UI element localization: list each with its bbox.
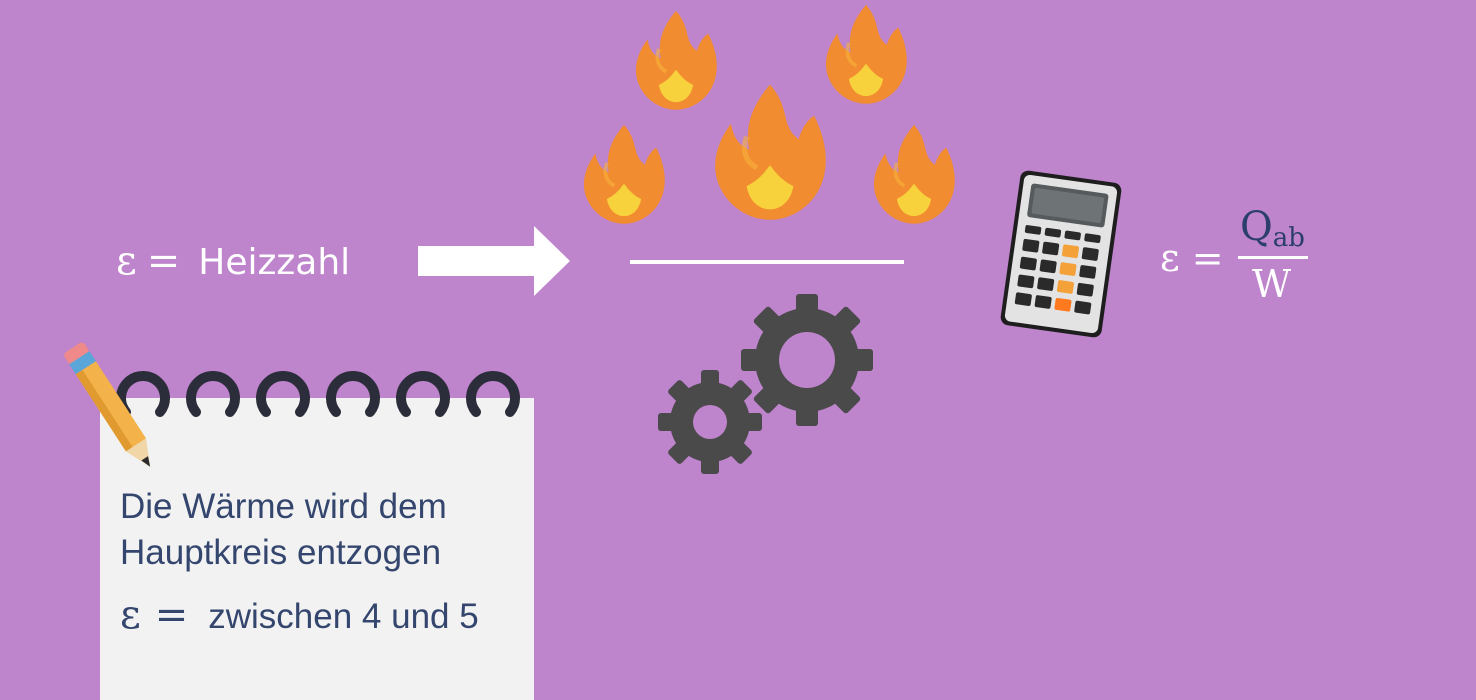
- notepad-icon: [100, 398, 534, 700]
- formula-fraction-bar: [1238, 256, 1308, 259]
- gear-icon: [658, 294, 873, 474]
- note-range: ε = zwischen 4 und 5: [120, 592, 479, 638]
- range-epsilon: ε: [120, 592, 141, 638]
- equals-sign: =: [146, 238, 181, 284]
- arrow-right-icon: [418, 226, 570, 296]
- note-line-2: Hauptkreis entzogen: [120, 533, 442, 572]
- note-text: Die Wärme wird dem Hauptkreis entzogen: [120, 484, 447, 576]
- epsilon-symbol: ε: [116, 238, 137, 284]
- heizzahl-formula: ε = Qab W: [1160, 200, 1320, 310]
- definition-term: Heizzahl: [198, 242, 351, 283]
- pencil-icon: [64, 342, 151, 467]
- numerator-q: Q: [1240, 204, 1273, 250]
- formula-lhs: ε =: [1160, 236, 1224, 280]
- range-text: zwischen 4 und 5: [208, 597, 479, 636]
- fraction-bar: [630, 260, 904, 264]
- fire-icon: [582, 2, 957, 226]
- range-equals: =: [154, 592, 189, 638]
- formula-denominator: W: [1252, 262, 1292, 306]
- calculator-icon: [1000, 170, 1122, 338]
- notepad-rings: [116, 371, 520, 417]
- numerator-subscript: ab: [1272, 223, 1305, 253]
- definition-row: ε = Heizzahl: [116, 238, 350, 284]
- formula-numerator: Qab: [1240, 204, 1305, 253]
- note-line-1: Die Wärme wird dem: [120, 487, 447, 526]
